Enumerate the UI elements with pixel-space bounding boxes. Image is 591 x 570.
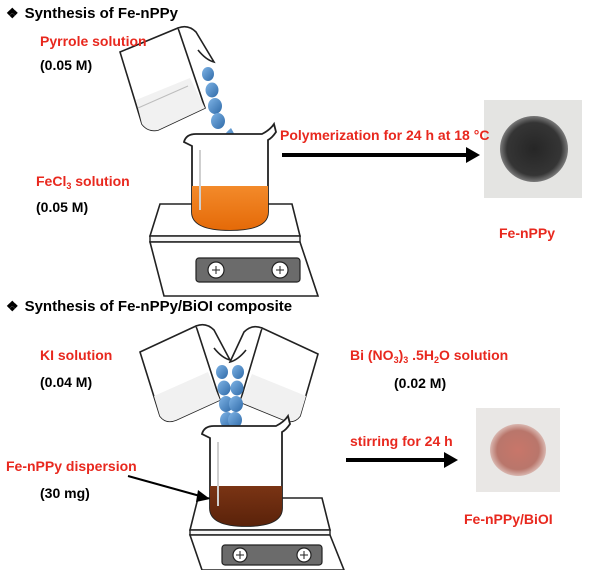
- fe-nppy-product-photo: [484, 100, 582, 198]
- fecl3-formula: FeCl: [36, 173, 67, 189]
- fe-nppy-dispersion-amount: (30 mg): [40, 485, 90, 501]
- bi-formula-part-c: ): [398, 347, 404, 363]
- bi-formula-part-a: Bi (NO: [350, 347, 394, 363]
- bi-formula-sub-b: 3: [393, 355, 399, 365]
- pyrrole-concentration: (0.05 M): [40, 57, 93, 73]
- fe-nppy-biOI-product-label: Fe-nPPy/BiOI: [464, 511, 553, 527]
- bi-formula-part-e: .5H: [408, 347, 434, 363]
- beaker-2: [200, 413, 291, 527]
- section-1-title: Synthesis of Fe-nPPy: [24, 5, 178, 22]
- section-1-heading: ❖ Synthesis of Fe-nPPy: [6, 6, 178, 21]
- process-arrow-1-head: [466, 147, 480, 163]
- beaker-1: [182, 121, 277, 231]
- ki-pouring-beaker: [139, 323, 232, 423]
- pyrrole-solution-label: Pyrrole solution: [40, 33, 147, 49]
- fecl3-subscript: 3: [66, 181, 72, 191]
- fecl3-suffix: solution: [71, 173, 130, 189]
- fecl3-concentration: (0.05 M): [36, 199, 89, 215]
- section-1-bullet-icon: ❖: [6, 5, 19, 21]
- pyrrole-pouring-beaker: [119, 25, 216, 132]
- fecl3-solution-label: FeCl3 solution: [36, 174, 130, 191]
- reagent-drops: [216, 365, 244, 428]
- dispersion-pointer-arrowhead: [196, 490, 210, 502]
- fe-nppy-product-label: Fe-nPPy: [499, 225, 556, 241]
- bi-nitrate-solution-label: Bi (NO3)3 .5H2O solution: [350, 348, 508, 365]
- polymerization-process-label: Polymerization for 24 h at 18 °C: [280, 127, 490, 143]
- fe-nppy-dispersion-label: Fe-nPPy dispersion: [6, 458, 137, 474]
- bi-formula-sub-d: 3: [403, 355, 409, 365]
- ki-solution-label: KI solution: [40, 347, 113, 363]
- ki-concentration: (0.04 M): [40, 374, 93, 390]
- bi-formula-part-g: O solution: [438, 347, 509, 363]
- section-2-heading: ❖ Synthesis of Fe-nPPy/BiOI composite: [6, 299, 292, 314]
- process-arrow-2-head: [444, 452, 458, 468]
- fe-nppy-biOI-product-photo: [476, 408, 560, 492]
- section-2-title: Synthesis of Fe-nPPy/BiOI composite: [24, 298, 293, 315]
- bi-pouring-beaker: [228, 325, 319, 423]
- dispersion-pointer-arrow: [127, 475, 201, 497]
- section-2-bullet-icon: ❖: [6, 298, 19, 314]
- stirring-process-label: stirring for 24 h: [350, 433, 453, 449]
- bi-nitrate-concentration: (0.02 M): [394, 375, 447, 391]
- bi-formula-sub-f: 2: [433, 355, 439, 365]
